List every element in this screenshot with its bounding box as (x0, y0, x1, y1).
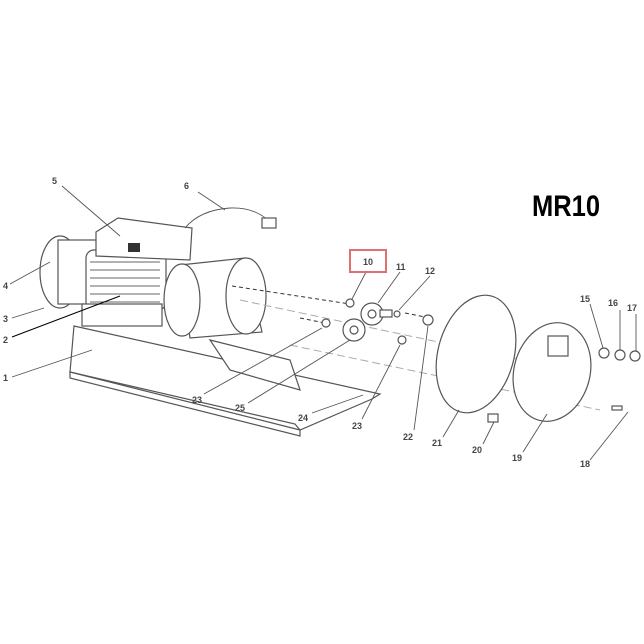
part-label-25: 25 (235, 403, 245, 413)
highlight-box-part-10 (349, 249, 387, 273)
part-label-20: 20 (472, 445, 482, 455)
cover-19 (512, 322, 592, 422)
part-label-1: 1 (3, 373, 8, 383)
gear-11 (360, 302, 393, 326)
part-label-12: 12 (425, 266, 435, 276)
part-label-24: 24 (298, 413, 308, 423)
bushing-23b (397, 335, 407, 345)
model-title: MR10 (532, 190, 600, 223)
part-20 (487, 413, 499, 423)
base-plate (69, 325, 382, 437)
screw-18 (611, 405, 623, 411)
gasket-21 (435, 294, 517, 414)
part-label-10: 10 (363, 257, 373, 267)
part-label-11: 11 (396, 262, 406, 272)
washer-16 (614, 349, 626, 361)
leader-lines (9, 185, 637, 461)
gear-25 (342, 318, 366, 342)
part-label-17: 17 (627, 303, 637, 313)
plug (261, 217, 277, 229)
part-label-3: 3 (3, 314, 8, 324)
bushing-23a (321, 318, 331, 328)
part-label-6: 6 (184, 181, 189, 191)
part-label-15: 15 (580, 294, 590, 304)
part-label-19: 19 (512, 453, 522, 463)
part-label-22: 22 (403, 432, 413, 442)
part-label-5: 5 (52, 176, 57, 186)
part-label-23-left: 23 (192, 395, 202, 405)
washer-15 (598, 347, 610, 359)
part-label-21: 21 (432, 438, 442, 448)
part-label-4: 4 (3, 281, 8, 291)
gear-housing (163, 257, 301, 391)
bushing-10 (345, 298, 355, 308)
motor (39, 235, 167, 327)
part-label-23-right: 23 (352, 421, 362, 431)
cover-outlet (547, 335, 569, 357)
washer-17 (629, 350, 641, 362)
ring-12 (393, 310, 401, 318)
bushing-22 (422, 314, 434, 326)
part-label-2: 2 (3, 335, 8, 345)
power-cable (184, 207, 271, 229)
part-label-16: 16 (608, 298, 618, 308)
part-label-18: 18 (580, 459, 590, 469)
terminal-box (95, 217, 193, 261)
